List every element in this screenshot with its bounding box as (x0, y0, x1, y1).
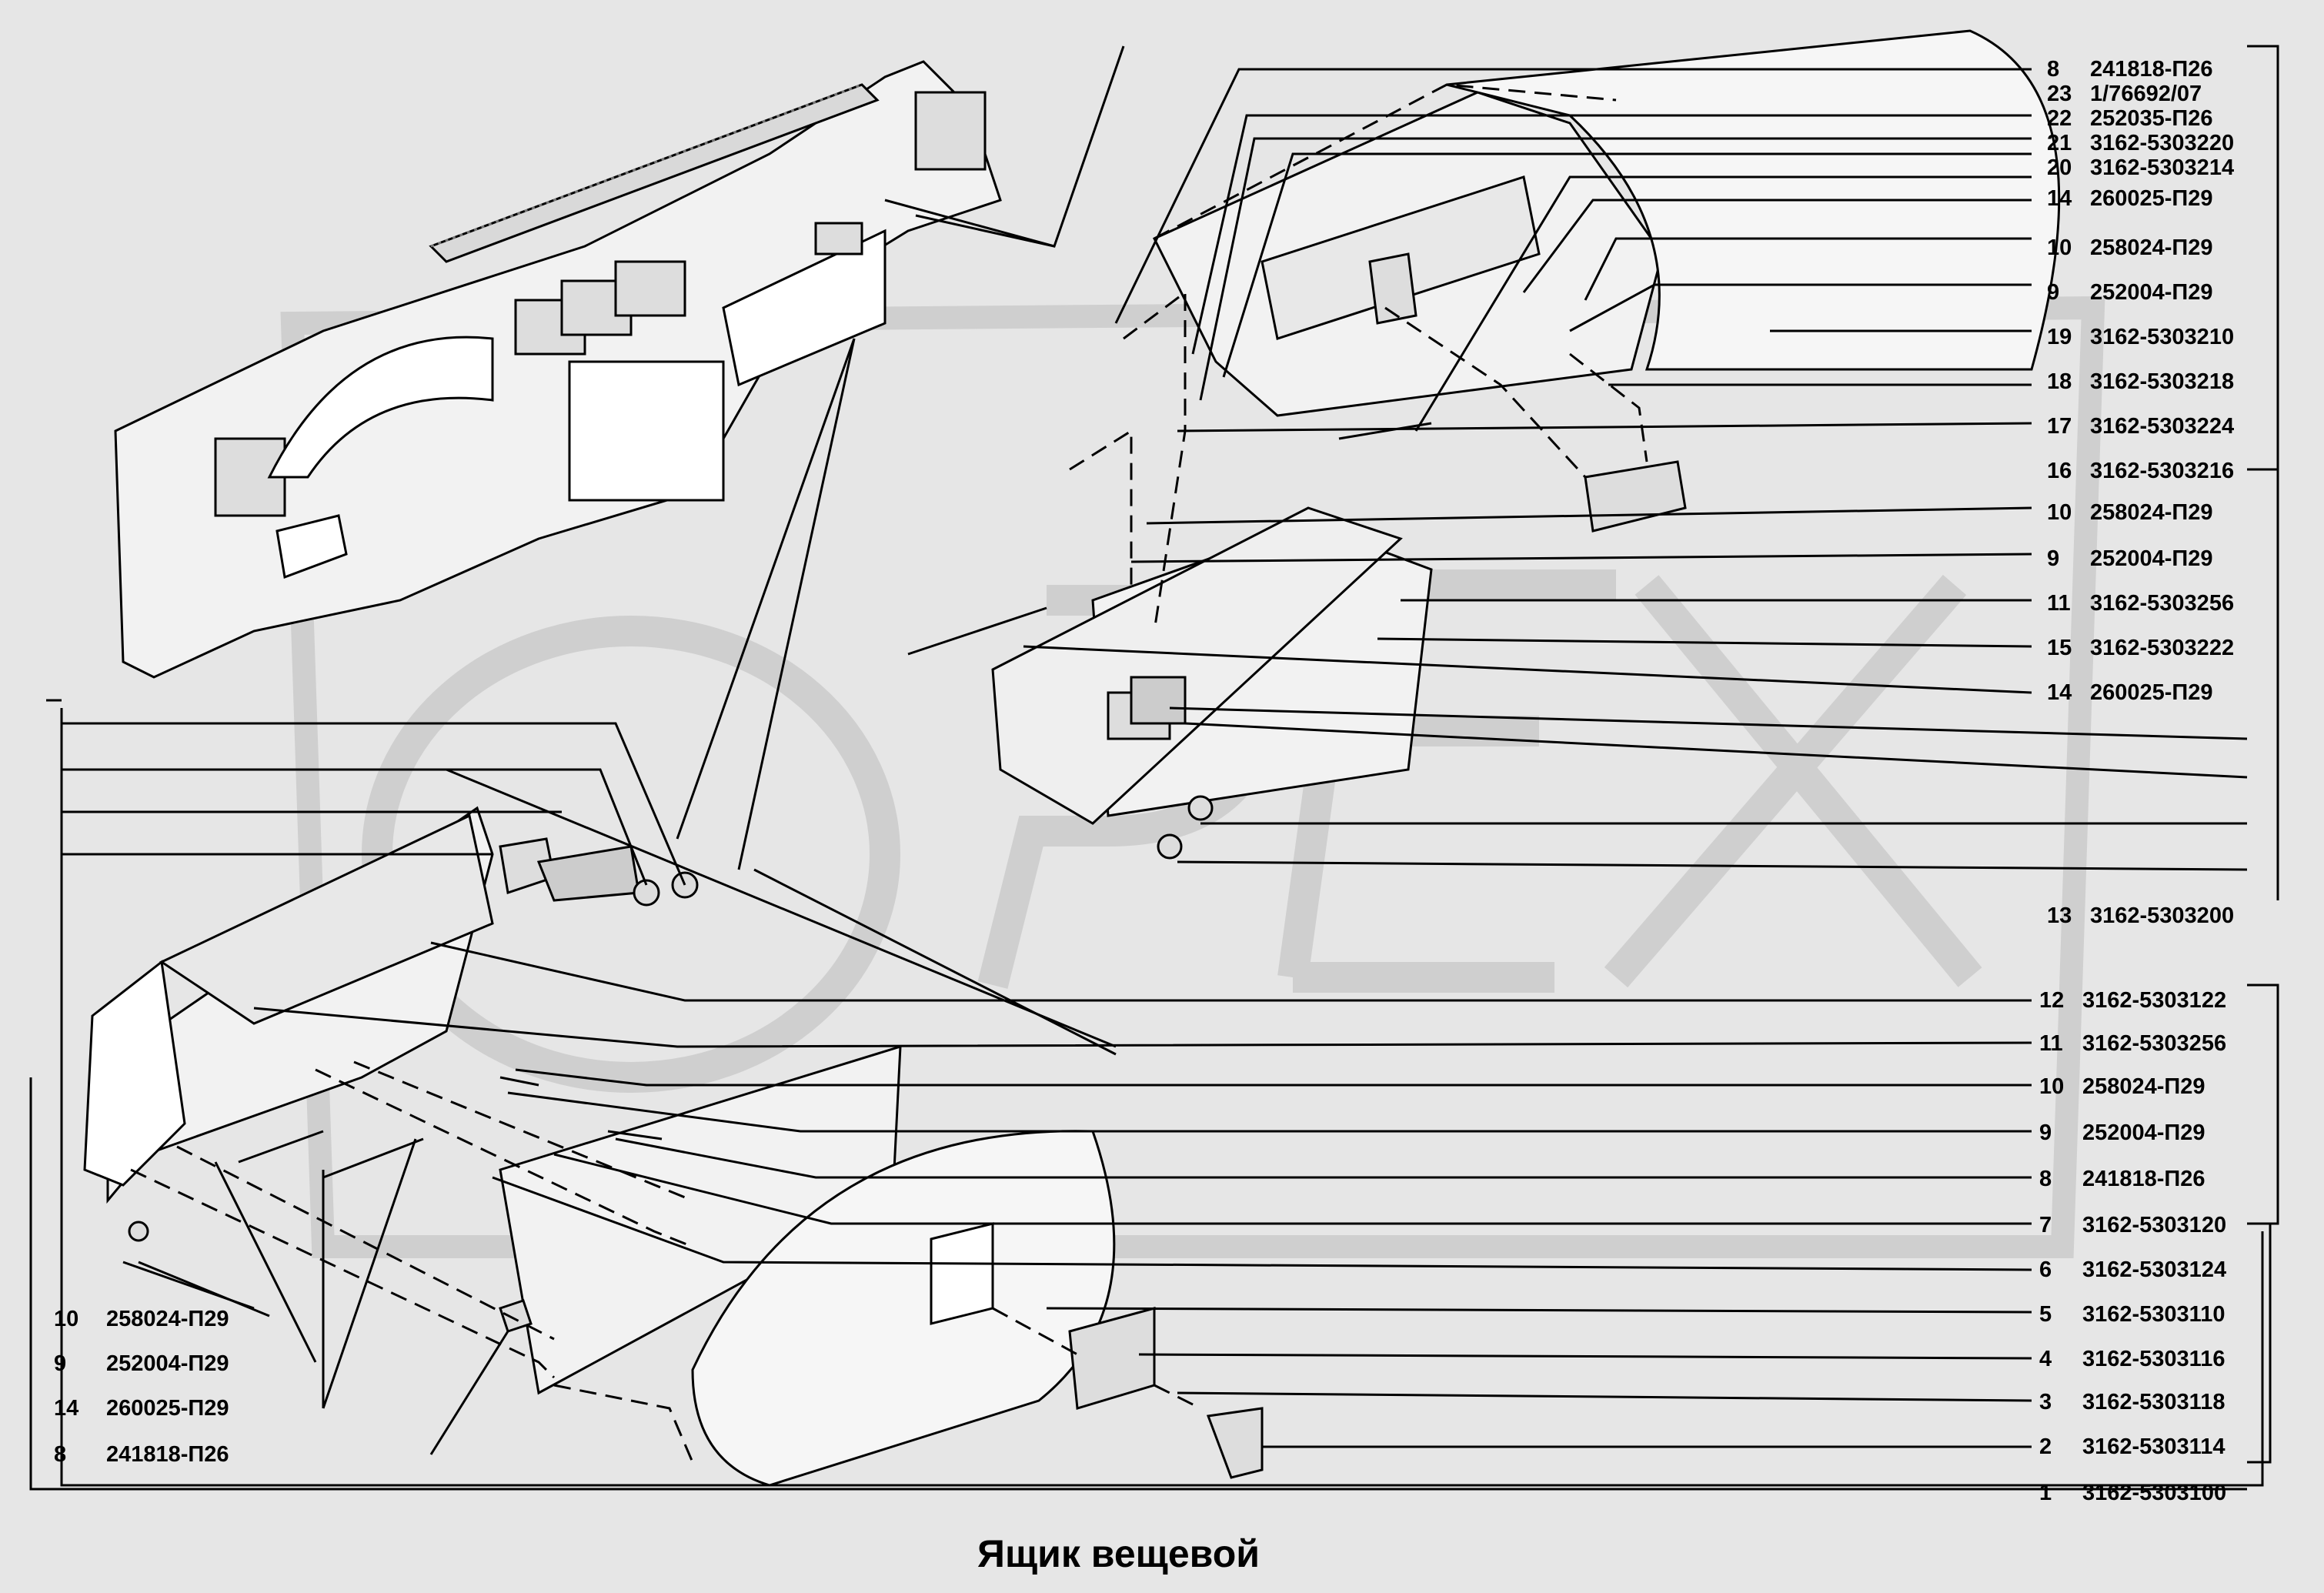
lid-dashed-guides (1069, 290, 1648, 632)
callout-leader-lines (29, 68, 2264, 1491)
group-brackets (46, 45, 2279, 1464)
glovebox-body-assembly (83, 806, 1264, 1487)
body-dashed-guides (130, 1060, 1201, 1463)
diagram-title: Ящик вещевой (977, 1532, 1261, 1575)
dashboard-panel (114, 60, 1002, 679)
dashboard-leader-lines (676, 45, 1125, 870)
